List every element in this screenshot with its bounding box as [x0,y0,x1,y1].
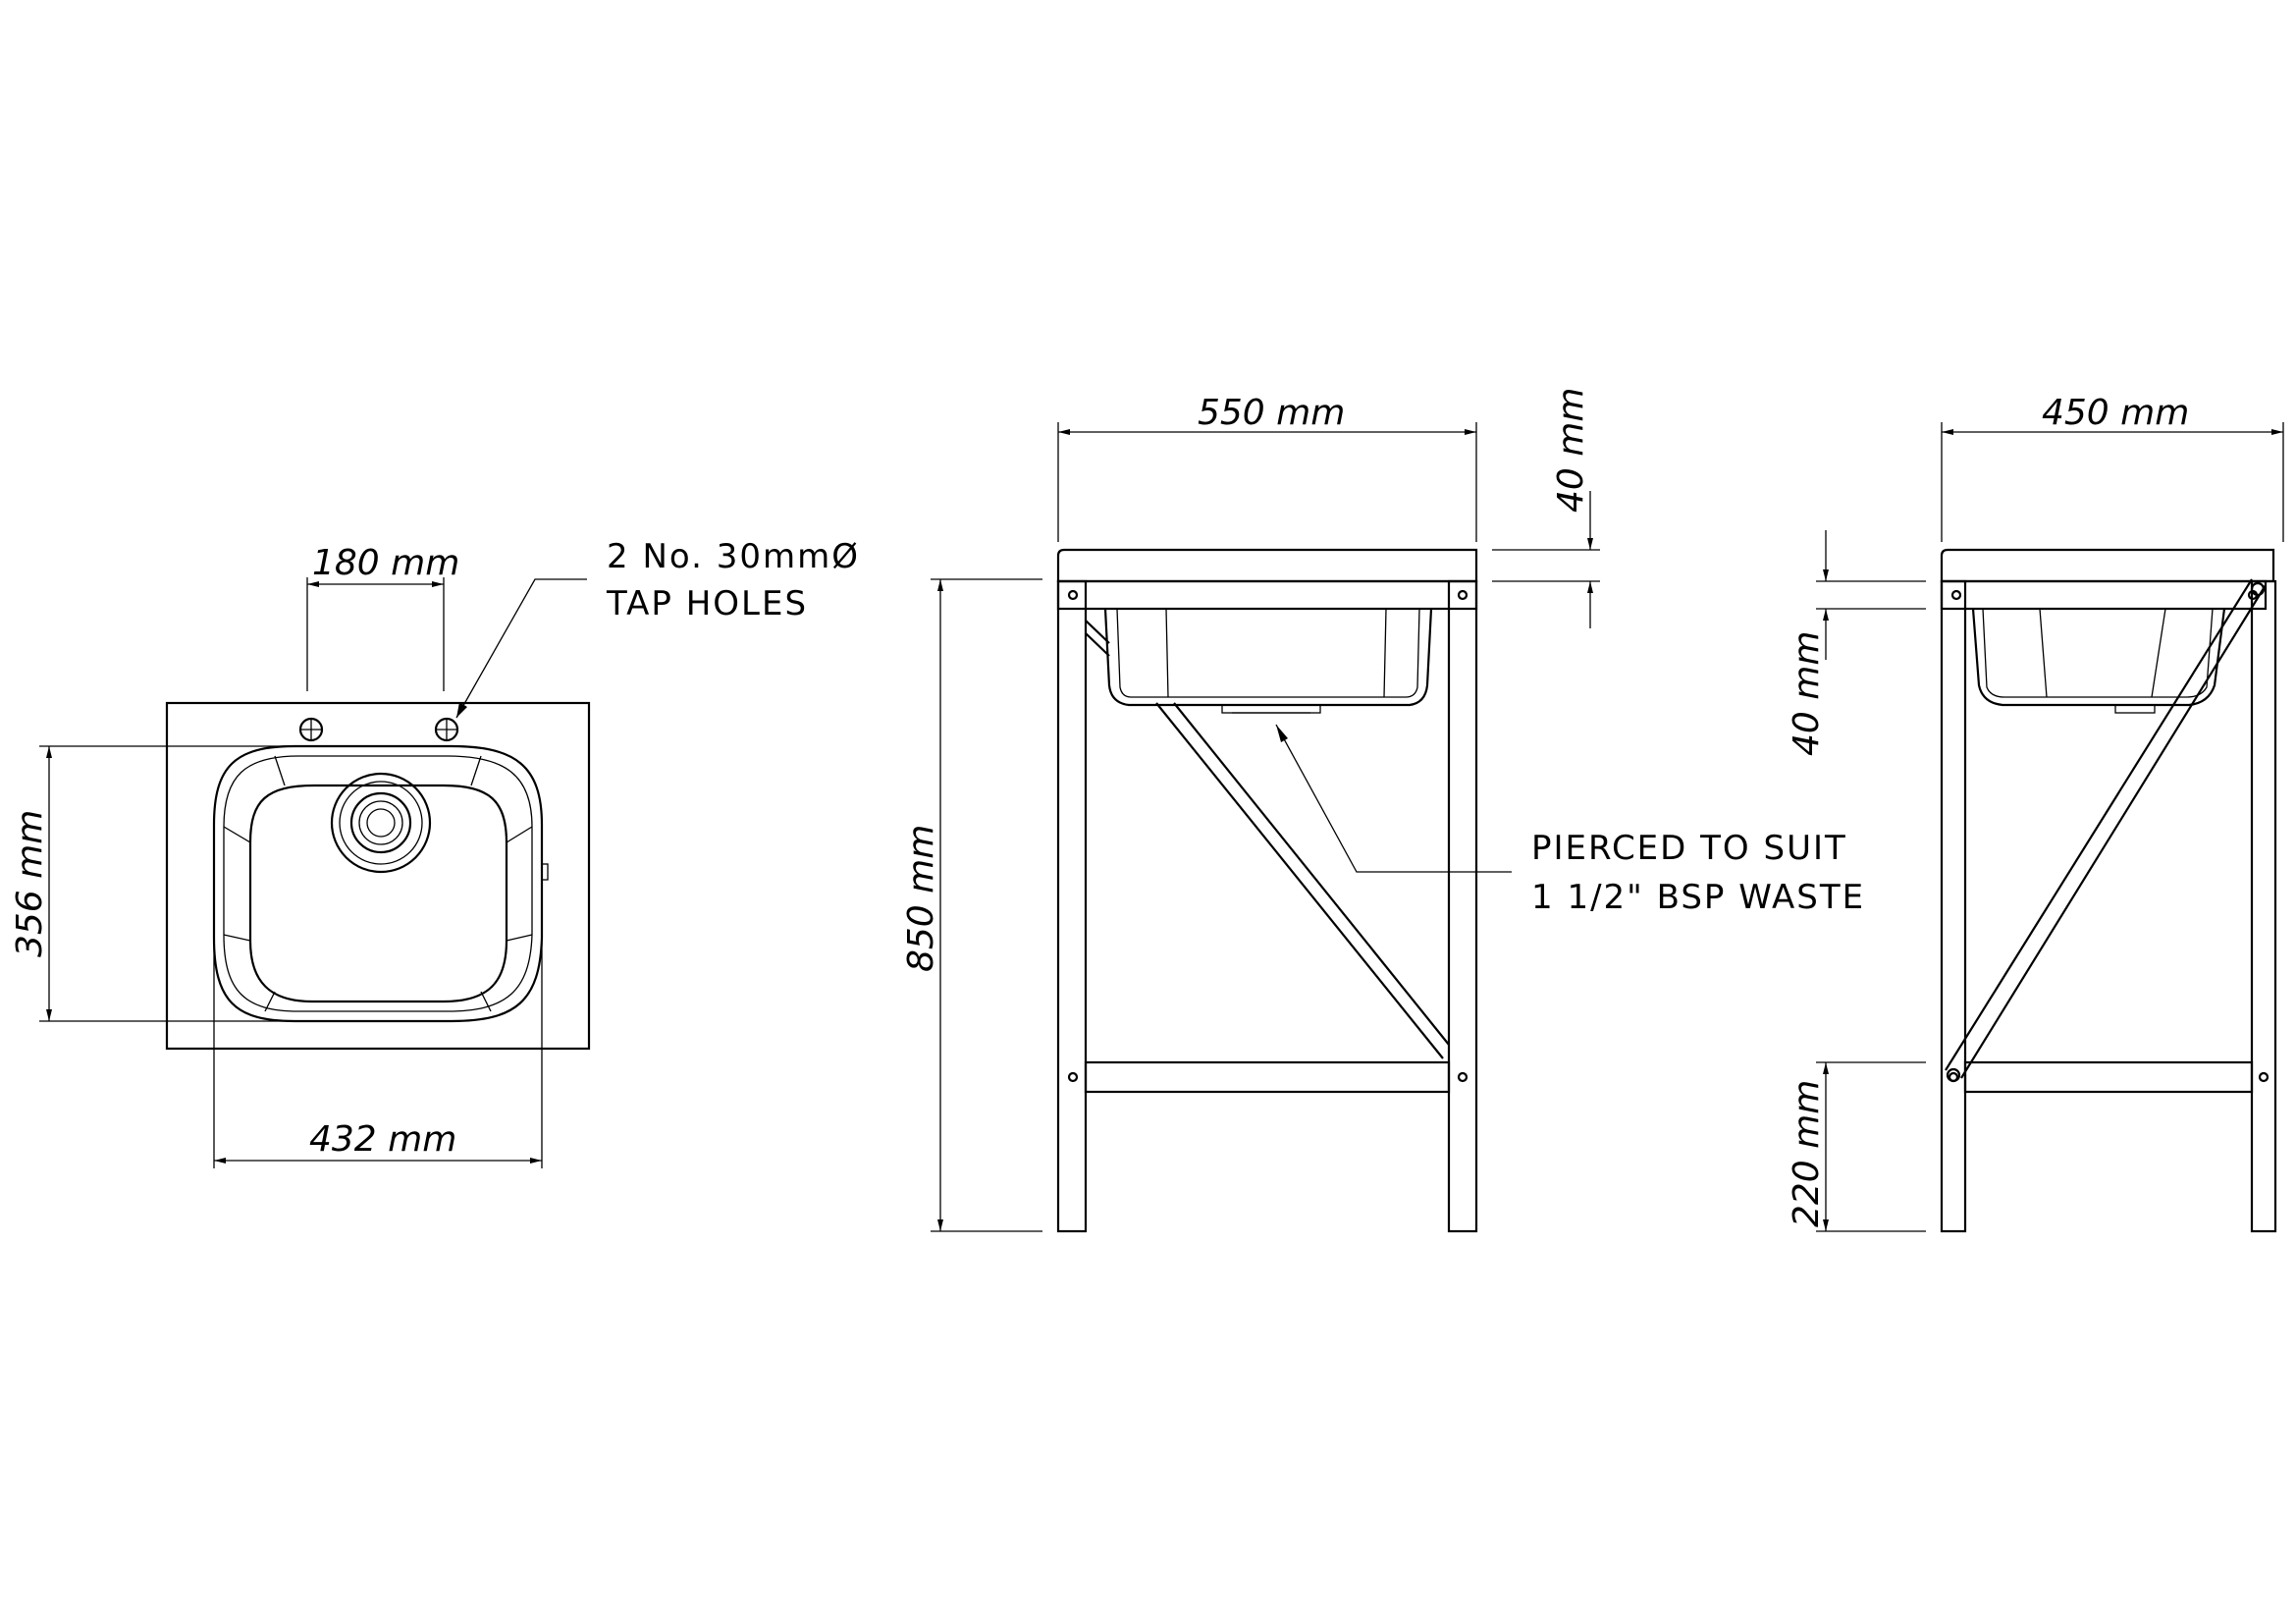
tap-holes-note-line1: 2 No. 30mmØ [607,537,860,576]
waste-note-line2: 1 1/2" BSP WASTE [1531,878,1865,917]
overall-height-label: 850 mm [901,825,941,972]
dimension-overall-height: 850 mm [901,578,1042,1232]
rail-height-label: 220 mm [1787,1080,1827,1227]
dimension-overall-width: 550 mm [1057,393,1477,542]
tap-spacing-label: 180 mm [312,543,459,583]
tap-holes-leader: 2 No. 30mmØ TAP HOLES [455,537,860,719]
waste-outlet-icon [330,772,432,874]
front-lower-rail [1084,1060,1451,1094]
overall-width-label: 550 mm [1198,393,1345,433]
dimension-front-top-thickness: 40 mm [1492,388,1600,628]
side-bowl [1971,608,2226,714]
tap-hole-left-icon [298,717,324,742]
front-view: 550 mm 40 mm 850 mm PIERCED TO SUIT 1 1/… [901,388,1865,1233]
waste-note-line1: PIERCED TO SUIT [1531,829,1847,868]
side-brace [1945,578,2267,1083]
side-leg-left [1940,579,1967,1233]
bowl-width-label: 432 mm [309,1119,456,1160]
dimension-tap-spacing: 180 mm [306,543,459,691]
front-brace [1085,620,1450,1059]
top-view: 180 mm 2 No. 30mmØ TAP HOLES 356 mm 432 … [10,537,860,1168]
front-top-slab [1056,548,1478,583]
waste-leader: PIERCED TO SUIT 1 1/2" BSP WASTE [1275,724,1865,917]
dimension-rail-height: 220 mm [1787,1061,1926,1232]
dimension-bowl-width: 432 mm [213,943,543,1168]
side-lower-rail [1963,1060,2254,1094]
front-leg-left [1056,579,1088,1233]
dimension-side-top-thickness: 40 mm [1787,530,1926,756]
front-leg-right [1447,579,1478,1233]
tap-hole-right-icon [434,717,459,742]
tap-holes-note-line2: TAP HOLES [606,584,808,623]
dimension-bowl-length: 356 mm [10,745,294,1022]
bowl-length-label: 356 mm [10,810,50,957]
front-top-thickness-label: 40 mm [1551,388,1591,513]
side-top-slab [1940,548,2275,583]
side-leg-right [2250,579,2277,1233]
dimension-overall-depth: 450 mm [1941,393,2284,542]
side-top-thickness-label: 40 mm [1787,631,1827,756]
side-view: 450 mm 40 mm 220 mm [1787,393,2284,1233]
sink-plate-outline [165,701,591,1051]
front-bowl [1103,608,1433,714]
sink-bowl [212,744,549,1023]
overall-depth-label: 450 mm [2042,393,2189,433]
